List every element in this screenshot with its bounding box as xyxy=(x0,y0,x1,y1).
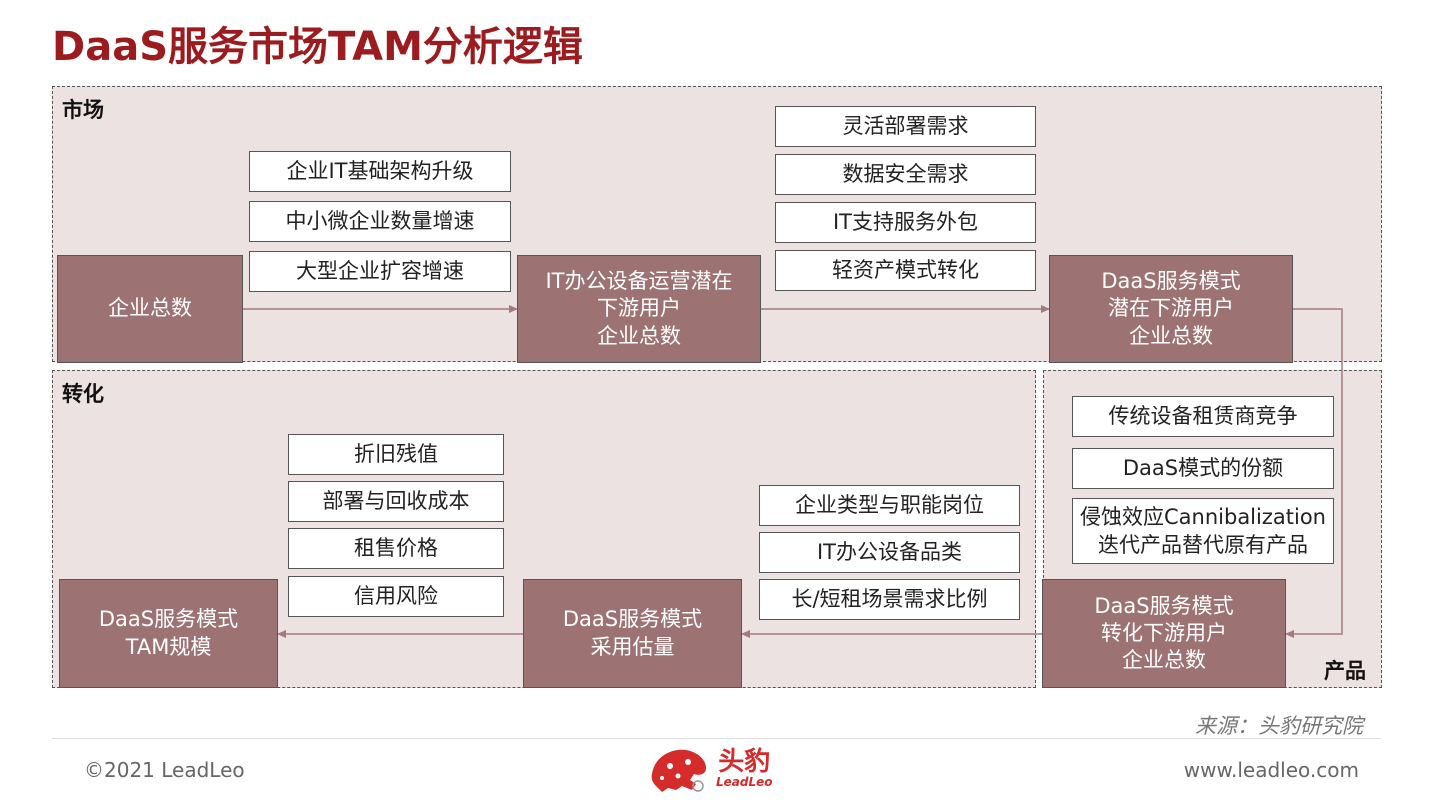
arrow-daas-to-convert xyxy=(1285,308,1343,638)
logo-chinese-text: 头豹 xyxy=(718,747,771,777)
market-factor-4: 灵活部署需求 xyxy=(775,106,1036,147)
leadleo-logo: 头豹 LeadLeo xyxy=(648,744,773,794)
market-factor-2: 中小微企业数量增速 xyxy=(249,201,511,242)
node-daas-converted-users: DaaS服务模式 转化下游用户 企业总数 xyxy=(1042,579,1286,688)
market-factor-5: 数据安全需求 xyxy=(775,154,1036,195)
source-note: 来源：头豹研究院 xyxy=(1195,714,1363,738)
logo-english-text: LeadLeo xyxy=(716,775,773,789)
node-daas-adoption-estimate: DaaS服务模式 采用估量 xyxy=(523,579,742,688)
market-factor-7: 轻资产模式转化 xyxy=(775,250,1036,291)
copyright-text: ©2021 LeadLeo xyxy=(84,758,245,782)
market-factor-6: IT支持服务外包 xyxy=(775,202,1036,243)
node-it-potential-users: IT办公设备运营潜在 下游用户 企业总数 xyxy=(517,255,761,363)
conversion-section-label: 转化 xyxy=(62,382,104,406)
footer-divider xyxy=(52,738,1381,739)
conversion-factor-4: 折旧残值 xyxy=(288,434,504,475)
product-factor-1: 传统设备租赁商竞争 xyxy=(1072,396,1334,437)
product-factor-3: 侵蚀效应Cannibalization 迭代产品替代原有产品 xyxy=(1072,498,1334,564)
product-factor-2: DaaS模式的份额 xyxy=(1072,448,1334,489)
product-section-label: 产品 xyxy=(1324,659,1366,683)
conversion-factor-1: 企业类型与职能岗位 xyxy=(759,485,1020,526)
conversion-factor-3: 长/短租场景需求比例 xyxy=(759,579,1020,620)
conversion-factor-5: 部署与回收成本 xyxy=(288,481,504,522)
conversion-factor-7: 信用风险 xyxy=(288,576,504,617)
leopard-logo-icon xyxy=(651,749,706,792)
page-title: DaaS服务市场TAM分析逻辑 xyxy=(52,24,583,70)
conversion-factor-2: IT办公设备品类 xyxy=(759,532,1020,573)
market-section-label: 市场 xyxy=(62,98,104,122)
node-daas-potential-users: DaaS服务模式 潜在下游用户 企业总数 xyxy=(1049,255,1293,363)
market-factor-3: 大型企业扩容增速 xyxy=(249,251,511,292)
node-daas-tam: DaaS服务模式 TAM规模 xyxy=(59,579,278,688)
website-link[interactable]: www.leadleo.com xyxy=(1183,758,1359,782)
conversion-factor-6: 租售价格 xyxy=(288,528,504,569)
market-factor-1: 企业IT基础架构升级 xyxy=(249,151,511,192)
node-enterprise-total: 企业总数 xyxy=(57,255,243,363)
